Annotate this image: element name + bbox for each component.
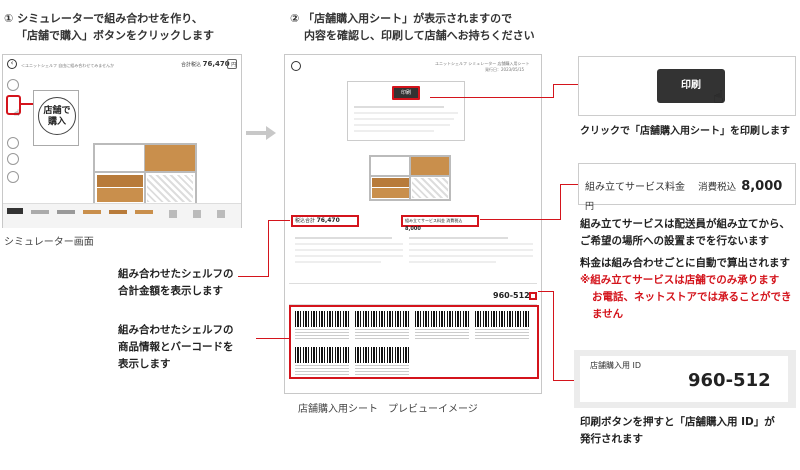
simulator-header-button[interactable] [227,59,237,69]
cursor-hand-icon: ☝ [14,109,20,119]
sheet-back-icon[interactable] [291,61,301,71]
simulator-price: 合計税込 76,470 円 [181,60,237,68]
barcode-3 [415,311,469,327]
line-total-h [238,276,268,277]
line-id-h [538,291,554,292]
line-service-v [560,184,561,220]
line-id-v [553,291,554,381]
arrow-right-icon [246,126,276,140]
sheet-service-box: 組み立てサービス料金 消費税込 8,000 [401,215,479,232]
print-button[interactable]: 印刷 [657,69,725,103]
step1-heading: ① シミュレーターで組み合わせを作り、 「店舗で購入」ボタンをクリックします [4,12,214,42]
line-total-v [268,220,269,277]
sheet-shelf-drawing [369,155,451,201]
barcode-2 [355,311,409,327]
simulator-screen: ‹ ＜ユニットシェルフ 自由に組み合わせてみませんか 合計税込 76,470 円… [2,54,242,228]
sheet-date: 発行日：2023/05/15 [485,67,525,72]
simulator-tool-4[interactable] [7,153,19,165]
store-id-caption: 印刷ボタンを押すと「店舗購入用 ID」が 発行されます [580,416,775,445]
store-purchase-button-small[interactable] [6,95,21,115]
parts-bar [3,203,241,228]
print-panel: 印刷 [347,81,465,141]
line-id-h2 [553,380,574,381]
line-service-h2 [480,219,561,220]
line-print-h [430,97,554,98]
service-fee-tax: 消費税込 [698,182,737,193]
barcode-1 [295,311,349,327]
sheet-caption: 店舗購入用シート プレビューイメージ [298,404,478,415]
simulator-header-text: ＜ユニットシェルフ 自由に組み合わせてみませんか [21,63,115,68]
sheet-id-row [289,283,537,305]
sheet-total-box: 税込合計 76,470 [291,215,359,227]
print-button-frame: 印刷 ☝ [578,56,796,116]
print-caption: クリックで「店舗購入用シート」を印刷します [580,126,790,137]
barcode-5 [295,347,349,363]
annotation-product: 組み合わせたシェルフの 商品情報とバーコードを 表示します [118,324,234,370]
store-id-value: 960-512 [688,370,771,391]
barcode-6 [355,347,409,363]
line-total-h2 [268,220,290,221]
line-print-v [553,84,554,98]
service-description: 組み立てサービスは配送員が組み立てから、 ご希望の場所への設置までを行ないます … [580,218,792,320]
line-print-h2 [553,84,578,85]
cursor-hand-icon: ☝ [713,87,724,108]
simulator-tool-1[interactable] [7,79,19,91]
service-fee-box: 組み立てサービス料金 消費税込 8,000 円 [578,163,796,212]
simulator-tool-3[interactable] [7,137,19,149]
store-purchase-zoom: 店舗で 購入 [33,90,79,146]
line-service-h [560,184,578,185]
service-fee-unit: 円 [585,202,595,212]
simulator-caption: シミュレーター画面 [4,237,94,248]
barcode-4 [475,311,529,327]
callout-connector [21,103,35,105]
service-fee-price: 8,000 [741,179,783,194]
store-id-label: 店舗購入用 ID [590,361,642,370]
step2-heading: ② 「店舗購入用シート」が表示されますので 内容を確認し、印刷して店舗へお持ちく… [290,12,535,42]
simulator-tool-5[interactable] [7,171,19,183]
sheet-id-marker [529,292,537,300]
sheet-info-left [295,233,403,283]
sheet-id-value: 960-512 [493,291,530,300]
shelf-drawing [93,143,197,205]
store-purchase-button-large[interactable]: 店舗で 購入 [38,97,76,135]
service-fee-label: 組み立てサービス料金 [585,182,685,193]
line-product [256,338,290,339]
store-id-box: 店舗購入用 ID 960-512 [574,350,796,408]
annotation-total: 組み合わせたシェルフの 合計金額を表示します [118,268,234,297]
purchase-sheet-preview: ユニットシェルフ シミュレーター 店舗購入用シート 発行日：2023/05/15… [284,54,542,394]
sheet-title: ユニットシェルフ シミュレーター 店舗購入用シート [435,61,530,66]
simulator-back-icon[interactable]: ‹ [7,59,17,69]
print-button-small[interactable]: 印刷 [392,86,420,100]
sheet-barcode-section [289,305,539,379]
sheet-info-right [409,233,533,283]
